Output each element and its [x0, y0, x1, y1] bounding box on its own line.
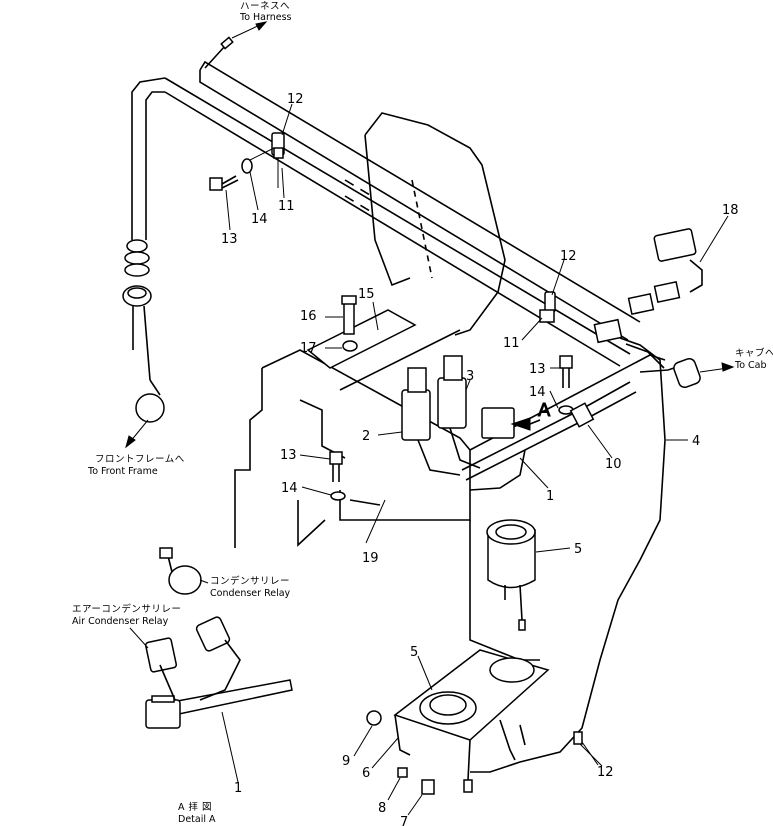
clamp-upper	[271, 132, 285, 188]
detail-marker-a: A	[538, 400, 551, 421]
clamp-right	[539, 291, 556, 323]
condenser-relay-jp: コンデンサリレー	[210, 575, 290, 587]
part-number-5-upper: 5	[574, 542, 582, 557]
front-frame-label-jp: フロントフレームへ	[95, 454, 185, 465]
part-number-5-lower: 5	[410, 645, 418, 660]
part-number-14-left: 14	[281, 481, 298, 496]
part-number-17: 17	[300, 341, 317, 356]
part-number-13-left: 13	[280, 448, 297, 463]
part-number-6: 6	[362, 766, 370, 781]
part-number-3: 3	[466, 369, 474, 384]
harness-label-jp: ハーネスへ	[240, 1, 290, 12]
harness-lead	[204, 21, 268, 69]
cab-connectors	[470, 228, 735, 773]
console-body	[234, 349, 666, 661]
part-number-14-upper: 14	[251, 212, 268, 227]
front-frame-label-en: To Front Frame	[87, 466, 158, 477]
detail-label-en: Detail A	[178, 814, 216, 825]
air-condenser-relay-en: Air Condenser Relay	[72, 616, 169, 627]
switch-harness	[461, 381, 637, 481]
part-number-10: 10	[605, 457, 622, 472]
part-number-12-right: 12	[560, 249, 577, 264]
detail-label-jp: A 拝 図	[178, 801, 212, 813]
detail-a	[144, 547, 293, 729]
part-number-16: 16	[300, 309, 317, 324]
part-number-18: 18	[722, 203, 739, 218]
condenser-relay-en: Condenser Relay	[210, 588, 291, 599]
air-condenser-relay-jp: エアーコンデンサリレー	[72, 603, 181, 615]
part-number-12-upper: 12	[287, 92, 304, 107]
part-number-labels: 12 11 13 14 12 11 18 15 16 17 3 2 13 14 …	[221, 92, 739, 826]
gauge-upper	[486, 519, 536, 631]
part-number-19: 19	[362, 551, 379, 566]
part-number-4: 4	[692, 434, 700, 449]
gauge-bracket	[366, 649, 550, 795]
part-number-11-upper: 11	[278, 199, 295, 214]
part-number-12-lower: 12	[597, 765, 614, 780]
switch-module	[306, 295, 541, 476]
seat-back	[364, 112, 506, 336]
harness-label-en: To Harness	[239, 12, 292, 23]
part-number-1-detail: 1	[234, 781, 242, 796]
bolt-washer-upper	[209, 147, 275, 191]
part-number-2: 2	[362, 429, 370, 444]
part-number-11-right: 11	[503, 336, 520, 351]
bolt-washer-13-14	[329, 355, 574, 501]
cab-label-en: To Cab	[734, 360, 767, 371]
part-number-8: 8	[378, 801, 386, 816]
part-number-7: 7	[400, 815, 408, 826]
part-number-13-right: 13	[529, 362, 546, 377]
part-number-1-main: 1	[546, 489, 554, 504]
part-number-13-upper: 13	[221, 232, 238, 247]
grommet-stack	[122, 239, 165, 449]
part-number-14-right: 14	[529, 385, 546, 400]
cab-label-jp: キャブへ	[735, 347, 773, 359]
part-number-9: 9	[342, 754, 350, 769]
leader-lines	[221, 103, 729, 816]
part-number-15: 15	[358, 287, 375, 302]
